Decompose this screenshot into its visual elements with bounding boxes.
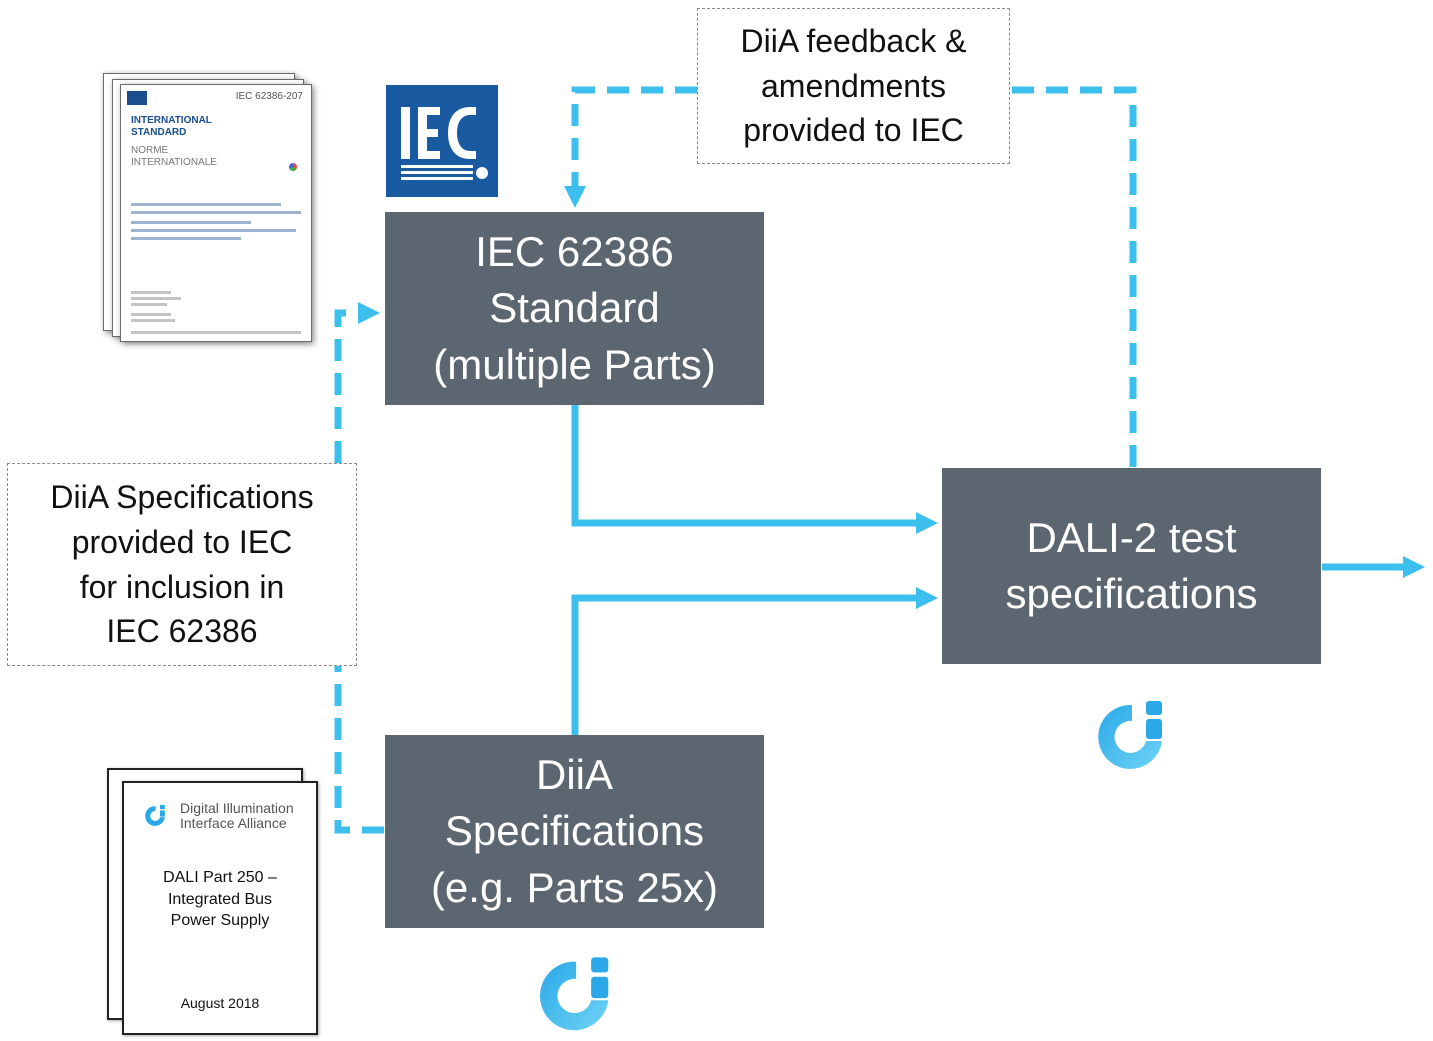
arrow-feedback-dashed — [1008, 86, 1137, 467]
iec-doc-text-lines — [131, 203, 281, 206]
iec-doc-title-en: INTERNATIONAL STANDARD — [131, 115, 212, 138]
iec-document-front: IEC 62386-207 INTERNATIONAL STANDARD NOR… — [120, 84, 312, 342]
arrow-specs-dashed-top — [334, 302, 380, 463]
diia-specs-box: DiiA Specifications (e.g. Parts 25x) — [385, 735, 764, 928]
specs-provided-note: DiiA Specifications provided to IEC for … — [7, 463, 357, 666]
diia-doc-date: August 2018 — [180, 995, 260, 1011]
diia-doc-org: Digital Illumination Interface Alliance — [180, 800, 294, 832]
iec-doc-color-icon — [289, 163, 297, 171]
iec-doc-logo-icon — [127, 91, 147, 105]
diia-document-front: Digital Illumination Interface Alliance … — [122, 781, 318, 1035]
arrow-diia-to-dali — [571, 587, 938, 735]
arrow-iec-to-dali — [571, 405, 938, 534]
diia-logo-icon — [1098, 701, 1162, 769]
iec-logo — [386, 85, 498, 197]
diia-doc-title: DALI Part 250 – Integrated Bus Power Sup… — [163, 869, 277, 930]
arrow-feedback-dashed-left — [564, 86, 697, 208]
feedback-note: DiiA feedback & amendments provided to I… — [697, 8, 1010, 164]
diia-logo-icon — [539, 957, 609, 1031]
dali-test-box: DALI-2 test specifications — [942, 468, 1321, 664]
iec-doc-title-fr: NORME INTERNATIONALE — [131, 145, 217, 168]
iec-standard-box: IEC 62386 Standard (multiple Parts) — [385, 212, 764, 405]
arrow-specs-dashed-bottom — [334, 666, 384, 834]
iec-logo-icon — [401, 107, 488, 180]
iec-doc-code: IEC 62386-207 — [235, 91, 303, 102]
diia-doc-logo-icon — [145, 804, 165, 826]
